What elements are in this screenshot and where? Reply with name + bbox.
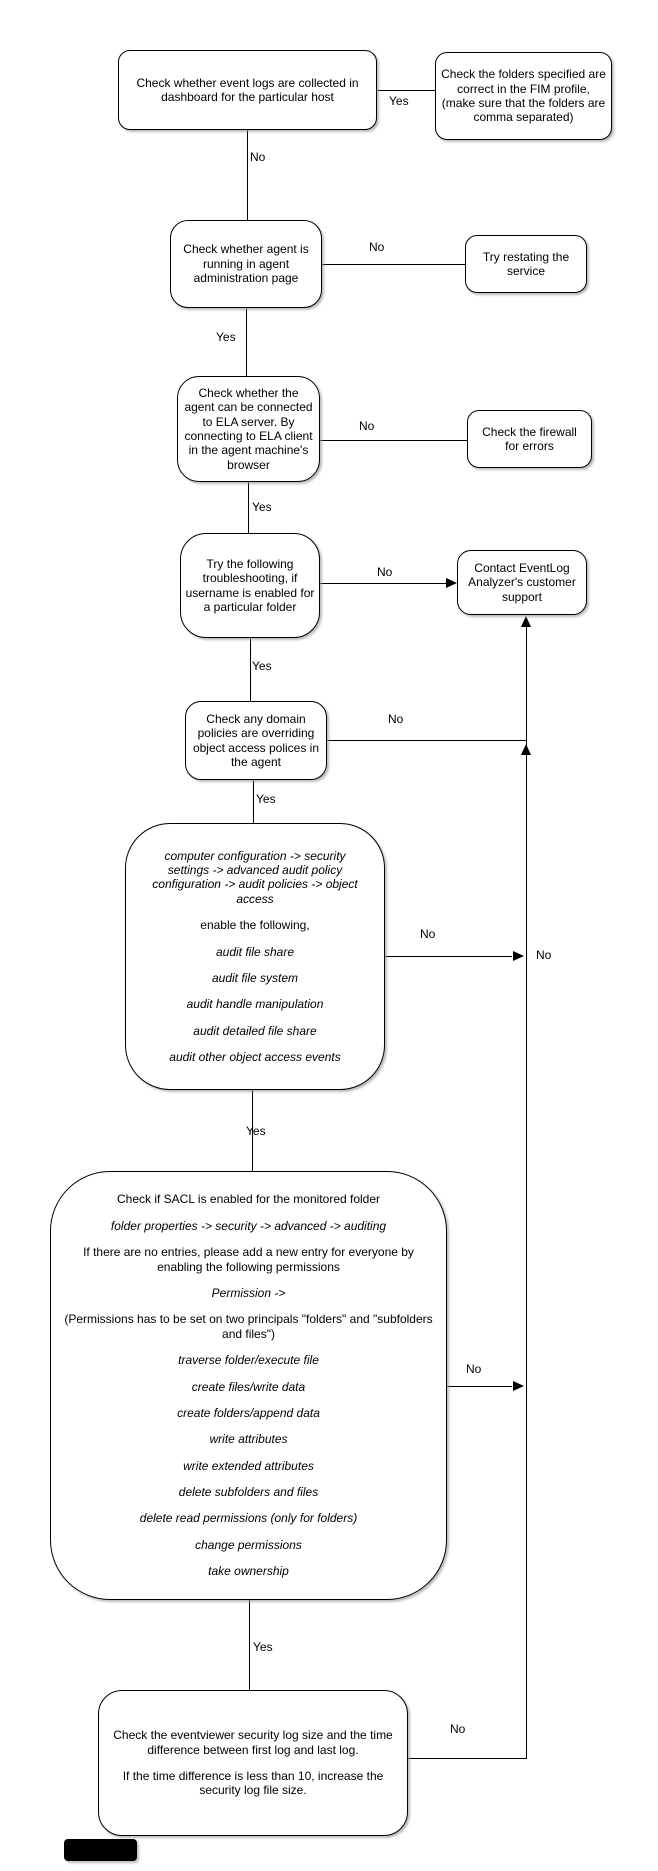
edge-label-no: No [377,565,393,579]
sacl-item: write attributes [209,1432,288,1447]
sacl-item: take ownership [208,1564,289,1579]
node-sacl-check: Check if SACL is enabled for the monitor… [50,1171,447,1600]
edge-troubleshoot-to-contact [320,583,447,584]
arrowhead-collector-junction [521,744,531,755]
sacl-item: write extended attributes [183,1458,314,1473]
sacl-item: traverse folder/execute file [178,1353,319,1368]
audit-item: audit handle manipulation [186,997,324,1012]
edge-label-yes: Yes [216,330,236,344]
edge-label-no: No [420,927,436,941]
edge-domain-no-branch [327,740,526,741]
edge-label-yes: Yes [252,500,272,514]
audit-config-path: computer configuration -> security setti… [152,848,358,906]
edge-label-yes: Yes [253,1640,273,1654]
sacl-path: folder properties -> security -> advance… [110,1218,387,1233]
node-check-domain-policies: Check any domain policies are overriding… [185,701,327,780]
edge-label-yes: Yes [256,792,276,806]
audit-item: audit file share [215,944,295,959]
audit-item: audit file system [211,970,299,985]
edge-label-no: No [536,948,552,962]
sacl-item: delete subfolders and files [178,1485,319,1500]
edge-label-no: No [450,1722,466,1736]
node-check-fim-folders: Check the folders specified are correct … [435,52,612,140]
sacl-item: change permissions [195,1537,302,1552]
edge-sacl-to-logsize [249,1600,250,1690]
sacl-item: delete read permissions (only for folder… [139,1511,358,1526]
edge-label-no: No [388,712,404,726]
edge-label-yes: Yes [389,94,409,108]
audit-item: audit other object access events [169,1050,341,1065]
edge-eventlogs-to-fim [377,90,435,91]
arrowhead-audit-no [513,951,524,961]
arrowhead-into-contact-bottom [521,616,531,627]
logsize-line1: Check the eventviewer security log size … [113,1728,393,1757]
sacl-item: create folders/append data [177,1405,320,1420]
edge-sacl-no-branch [447,1386,512,1387]
edge-label-no: No [466,1362,482,1376]
logsize-line2: If the time difference is less than 10, … [122,1769,384,1798]
edge-ela-to-firewall [320,440,467,441]
edge-domain-to-audit [253,780,254,823]
edge-audit-to-sacl [252,1090,253,1171]
edge-label-no: No [359,419,375,433]
sacl-permission: Permission -> [211,1285,286,1300]
bottom-dark-shape [64,1839,137,1861]
edge-label-no: No [250,150,266,164]
edge-eventlogs-to-agentrunning [247,130,248,220]
node-check-firewall: Check the firewall for errors [467,410,592,468]
edge-label-yes: Yes [252,659,272,673]
node-check-event-logs: Check whether event logs are collected i… [118,50,377,130]
node-check-agent-running: Check whether agent is running in agent … [170,220,322,308]
node-check-agent-ela-connection: Check whether the agent can be connected… [177,376,320,482]
node-try-restarting-service: Try restating the service [465,235,587,293]
edge-label-yes: Yes [246,1124,266,1138]
sacl-note: (Permissions has to be set on two princi… [64,1312,433,1341]
node-try-troubleshooting: Try the following troubleshooting, if us… [180,533,320,638]
node-contact-support: Contact EventLog Analyzer's customer sup… [457,550,587,615]
edge-agentrunning-to-restart [322,264,465,265]
edge-agentrunning-to-ela [246,308,247,376]
node-check-log-size: Check the eventviewer security log size … [98,1690,408,1836]
arrowhead-into-contact-left [446,578,457,588]
edge-troubleshoot-to-domain [250,638,251,701]
sacl-item: create files/write data [191,1379,306,1394]
edge-label-no: No [369,240,385,254]
edge-audit-no-branch [385,956,512,957]
node-audit-policy-config: computer configuration -> security setti… [125,823,385,1090]
sacl-heading: Check if SACL is enabled for the monitor… [116,1192,381,1207]
audit-config-intro: enable the following, [200,918,310,933]
edge-ela-to-troubleshoot [248,482,249,533]
arrowhead-sacl-no [513,1381,524,1391]
edge-collector-to-contact [526,627,527,1758]
sacl-instruction: If there are no entries, please add a ne… [83,1245,414,1274]
edge-logsize-no-branch [408,1758,527,1759]
audit-item: audit detailed file share [193,1023,317,1038]
